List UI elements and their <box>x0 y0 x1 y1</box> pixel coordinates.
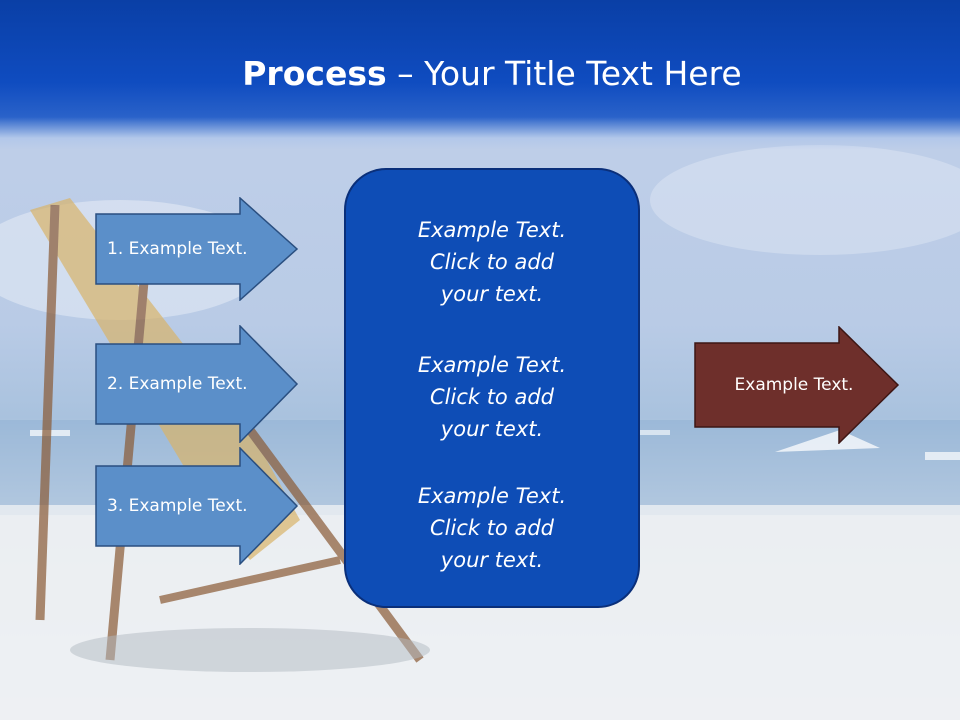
right-arrow-label: Example Text. <box>734 375 854 395</box>
slide-title-rest: – Your Title Text Here <box>386 54 742 93</box>
left-arrow-3[interactable]: 3. Example Text. <box>95 447 299 565</box>
panel-block-1-line-3: your text. <box>440 282 544 306</box>
panel-text-block-3: Example Text. Click to add your text. <box>346 480 638 576</box>
center-text-panel[interactable]: Example Text. Click to add your text. Ex… <box>344 168 640 608</box>
panel-text-block-2: Example Text. Click to add your text. <box>346 349 638 445</box>
right-arrow-shape-icon <box>95 197 299 301</box>
panel-text-block-1: Example Text. Click to add your text. <box>346 214 638 310</box>
panel-block-2-line-3: your text. <box>440 417 544 441</box>
panel-block-1-line-1: Example Text. <box>417 218 567 242</box>
panel-block-1-line-2: Click to add <box>429 250 554 274</box>
right-arrow[interactable]: Example Text. <box>694 326 900 444</box>
right-arrow-shape-icon <box>95 325 299 443</box>
left-arrow-2[interactable]: 2. Example Text. <box>95 325 299 443</box>
panel-block-3-line-3: your text. <box>440 548 544 572</box>
panel-block-3-line-2: Click to add <box>429 516 554 540</box>
left-arrow-3-label: 3. Example Text. <box>107 496 248 516</box>
left-arrow-1[interactable]: 1. Example Text. <box>95 197 299 301</box>
panel-block-2-line-1: Example Text. <box>417 353 567 377</box>
left-arrow-1-label: 1. Example Text. <box>107 239 248 259</box>
title-bar <box>0 0 960 150</box>
panel-block-2-line-2: Click to add <box>429 385 554 409</box>
panel-block-3-line-1: Example Text. <box>417 484 567 508</box>
left-arrow-2-label: 2. Example Text. <box>107 374 248 394</box>
slide-title-bold: Process <box>242 54 387 93</box>
right-arrow-shape-icon <box>95 447 299 565</box>
right-arrow-shape-icon <box>694 326 900 444</box>
slide-title[interactable]: Process – Your Title Text Here <box>0 52 960 96</box>
